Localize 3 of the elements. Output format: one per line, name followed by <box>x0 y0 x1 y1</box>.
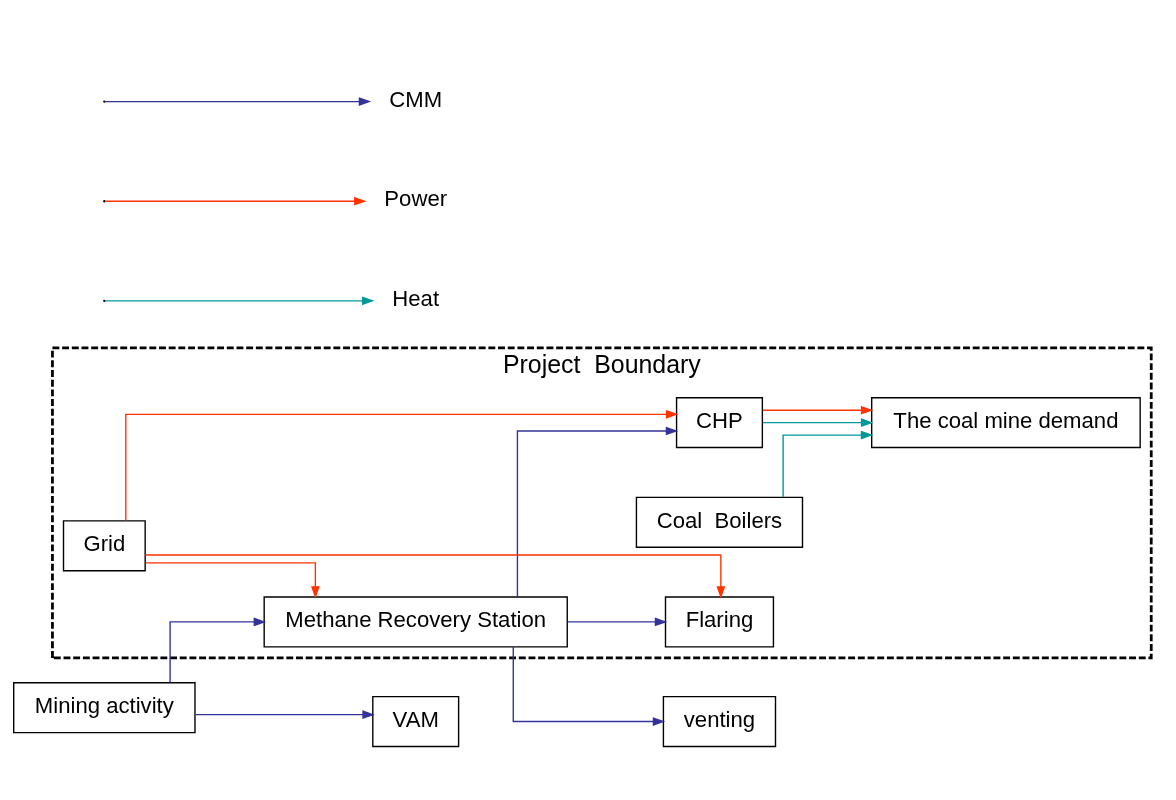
legend-label: CMM <box>389 86 443 112</box>
legend-label: Power <box>384 185 448 211</box>
legend-label: Heat <box>392 285 440 311</box>
